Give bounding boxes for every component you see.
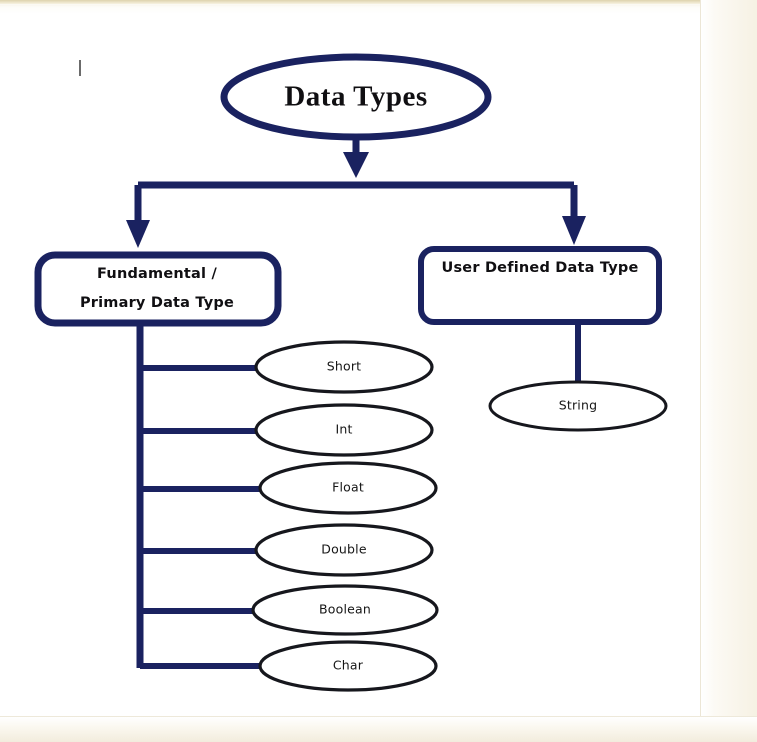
node-short-shape <box>254 340 434 394</box>
stray-pen-mark <box>79 60 81 76</box>
node-int[interactable]: Int <box>254 403 434 457</box>
arrowhead-left-box <box>126 220 150 248</box>
node-char[interactable]: Char <box>258 640 438 692</box>
node-fundamental-primary-label-line2: Primary Data Type <box>80 295 234 311</box>
node-user-defined[interactable]: User Defined Data Type <box>418 246 662 325</box>
paper-bottom-edge <box>0 716 757 742</box>
node-int-shape <box>254 403 434 457</box>
node-char-shape <box>258 640 438 692</box>
node-double-shape <box>254 523 434 577</box>
node-fundamental-primary-shape <box>34 251 282 327</box>
node-data-types-label: Data Types <box>284 81 427 113</box>
arrowhead-right-box <box>562 216 586 245</box>
node-float[interactable]: Float <box>258 461 438 515</box>
node-string-shape <box>488 380 668 432</box>
node-char-label: Char <box>333 658 364 673</box>
node-float-label: Float <box>332 480 364 495</box>
paper-right-edge <box>700 0 757 741</box>
node-string[interactable]: String <box>488 380 668 432</box>
node-boolean[interactable]: Boolean <box>251 584 439 636</box>
node-short-label: Short <box>327 359 362 374</box>
node-data-types-shape <box>220 53 492 141</box>
node-boolean-shape <box>251 584 439 636</box>
arrowhead-root-down <box>343 152 369 178</box>
node-float-shape <box>258 461 438 515</box>
node-boolean-label: Boolean <box>319 602 371 617</box>
leaf-nodes-primary: Short Int Float Double Boolean Char <box>251 340 439 692</box>
node-string-label: String <box>559 398 598 413</box>
node-double[interactable]: Double <box>254 523 434 577</box>
node-user-defined-label: User Defined Data Type <box>442 260 639 276</box>
node-int-label: Int <box>335 422 352 437</box>
node-short[interactable]: Short <box>254 340 434 394</box>
node-user-defined-shape <box>418 246 662 325</box>
paper-top-edge <box>0 0 757 5</box>
node-fundamental-primary-label-line1: Fundamental / <box>97 266 217 282</box>
node-fundamental-primary[interactable]: Fundamental / Primary Data Type <box>34 251 282 327</box>
node-data-types[interactable]: Data Types <box>220 53 492 141</box>
node-double-label: Double <box>321 542 367 557</box>
